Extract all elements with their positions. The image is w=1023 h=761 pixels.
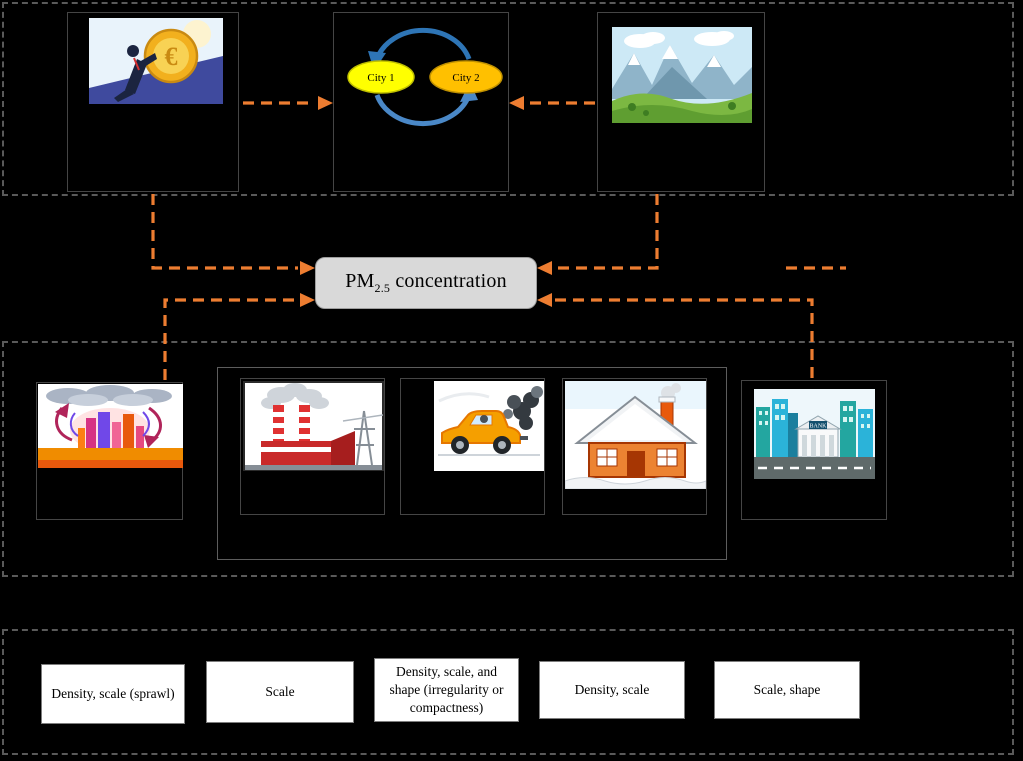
vehicle-box [400,378,545,515]
road-icon [754,457,875,479]
pm-concentration-node: PM2.5 concentration [315,257,537,309]
driver-icon [480,415,488,423]
urban-form-label-scale: Scale [206,661,354,723]
arrowhead-into-pm-left-upper [300,261,315,275]
city-interaction-illustration: City 1 City 2 [347,27,503,127]
factory-box [240,378,385,515]
economic-growth-box: € [67,12,239,192]
label-text: Scale, shape [753,681,821,697]
top-section-border [2,2,1014,196]
bank-sign-label: BANK [809,424,827,430]
pm-label-suffix: concentration [390,270,507,292]
factory-illustration [243,381,384,471]
exhaust-smoke-icon [503,386,543,430]
striped-chimneys-icon [273,405,310,445]
house-illustration [565,381,706,489]
house-walls-icon [588,442,686,478]
pm-label-subscript: 2.5 [374,281,391,295]
economy-illustration: € [89,18,223,104]
label-text: Density, scale [574,681,650,697]
circulation-arrows-icon [55,403,162,448]
arrowhead-into-pm-right-lower [537,293,552,307]
sketch-line [438,392,490,403]
label-text: Density, scale, and shape (irregularity … [389,663,504,716]
label-text: Scale [265,683,295,699]
door-icon [627,451,645,477]
city-interaction-box: City 1 City 2 [333,12,509,192]
arrow-economy-to-pm [151,194,298,270]
car-icon [441,410,528,454]
power-pylon-icon [342,410,384,466]
mountains-icon [612,45,752,99]
warm-ground-dark [38,460,183,468]
arrowhead-into-pm-left-lower [300,293,315,307]
urban-form-label-density-scale: Density, scale [539,661,685,719]
smog-clouds-icon [46,385,172,406]
city1-label: City 1 [367,72,394,84]
emission-sources-group [217,367,727,560]
pusher-figure-icon [114,45,157,102]
city1-ellipse: City 1 [347,60,415,94]
heat-island-box [36,382,183,520]
arrow-nature-to-pm [554,194,659,270]
city2-ellipse: City 2 [429,60,503,94]
pm-label-prefix: PM [345,270,375,292]
city-buildings-icon [756,399,873,457]
bank-box: BANK [741,380,887,520]
smoke-icon [261,383,329,409]
label-text: Density, scale (sprawl) [51,685,175,701]
pm-label: PM2.5 concentration [345,270,507,296]
urban-form-label-shape: Density, scale, and shape (irregularity … [374,658,519,722]
middle-section-border [2,341,1014,577]
natural-conditions-box [597,12,765,192]
hills-icon [612,93,752,123]
car-illustration [434,381,544,471]
heat-island-illustration [38,384,183,468]
euro-coin-icon: € [143,28,199,84]
ground [245,465,382,470]
city-buildings-icon [78,412,144,448]
snow-ground [565,477,706,489]
warm-ground [38,448,183,460]
urban-form-label-scale-shape: Scale, shape [714,661,860,719]
bank-illustration: BANK [754,389,875,479]
clouds-icon [624,31,734,48]
factory-building-icon [261,431,355,465]
bottom-section-border [2,629,1014,755]
nature-illustration [612,27,752,123]
house-box [562,378,707,515]
bank-building-icon: BANK [794,415,842,458]
city2-label: City 2 [452,72,479,84]
arrowhead-into-pm-right-upper [537,261,552,275]
urban-form-label-sprawl: Density, scale (sprawl) [41,664,185,724]
euro-symbol: € [165,42,178,71]
